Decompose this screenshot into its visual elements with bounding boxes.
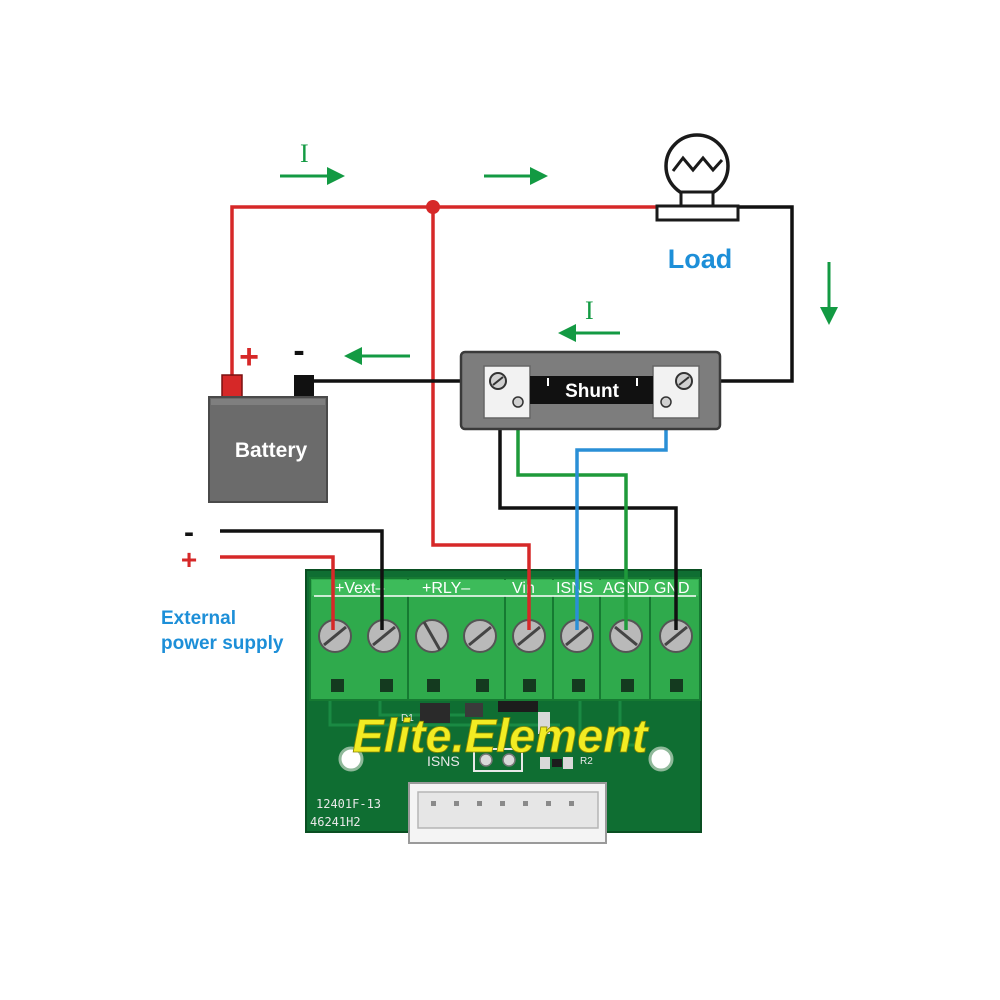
battery-negative-terminal[interactable] — [294, 375, 314, 400]
external-label-line2: power supply — [161, 633, 284, 654]
current-label-top: I — [300, 139, 309, 168]
shunt: Shunt — [459, 350, 722, 431]
board-code-1: 12401F-13 — [316, 797, 381, 811]
wire-ext-minus — [220, 529, 384, 630]
mounting-hole-left — [338, 746, 364, 772]
screw-agnd-icon[interactable] — [609, 619, 643, 653]
load: Load — [655, 133, 740, 274]
shunt-sense-left-icon[interactable] — [512, 396, 524, 408]
screw-gnd-icon[interactable] — [659, 619, 693, 653]
arrow-left-2-icon — [344, 347, 410, 365]
wire-load-return — [688, 205, 794, 383]
wire-ext-plus — [220, 555, 335, 630]
battery-label: Battery — [235, 439, 308, 462]
silk-isns: ISNS — [427, 753, 460, 769]
connector-header[interactable] — [408, 782, 607, 844]
shunt-screw-right-icon[interactable] — [675, 372, 693, 390]
terminal-label-vext: +Vext– — [335, 580, 384, 597]
battery-body — [208, 396, 328, 503]
terminal-label-rly: +RLY– — [422, 580, 470, 597]
current-arrows: I I — [280, 139, 838, 365]
silk-d1: D1 — [401, 713, 414, 724]
screw-rly-minus-icon[interactable] — [463, 619, 497, 653]
wire-agnd — [516, 402, 628, 630]
wire-gnd — [498, 388, 678, 630]
shunt-label: Shunt — [565, 381, 619, 402]
load-label: Load — [668, 244, 733, 274]
current-label-shunt: I — [585, 296, 594, 325]
component-d1 — [420, 703, 450, 723]
arrow-down-icon — [820, 262, 838, 325]
wire-positive-main — [230, 205, 657, 378]
junction-dot — [426, 200, 440, 214]
terminal-label-gnd: GND — [654, 580, 690, 597]
screw-vext-minus-icon[interactable] — [367, 619, 401, 653]
arrow-right-2-icon — [484, 167, 548, 185]
arrow-left-1-icon — [558, 324, 620, 342]
battery-plus-sign: + — [239, 338, 259, 376]
screw-rly-plus-icon[interactable] — [415, 619, 449, 653]
external-minus-sign: - — [184, 516, 194, 549]
arrow-right-1-icon — [280, 167, 345, 185]
terminal-label-isns: ISNS — [556, 580, 593, 597]
shunt-sense-right-icon[interactable] — [660, 396, 672, 408]
shunt-screw-left-icon[interactable] — [489, 372, 507, 390]
board-code-2: 46241H2 — [310, 815, 361, 829]
terminal-label-vin: Vin — [512, 580, 535, 597]
battery: Battery + - — [208, 332, 328, 503]
brand-label: Elite.Element — [352, 709, 649, 762]
silk-r2: R2 — [580, 756, 593, 767]
external-power-supply: - + External power supply — [161, 516, 284, 654]
isns-jumper — [473, 748, 523, 772]
wire-vin — [431, 207, 531, 630]
external-label-line1: External — [161, 608, 236, 629]
mounting-hole-right — [648, 746, 674, 772]
shunt-element — [530, 376, 653, 404]
screw-vext-plus-icon[interactable] — [318, 619, 352, 653]
battery-minus-sign: - — [293, 332, 304, 370]
external-plus-sign: + — [181, 544, 197, 575]
lamp-icon[interactable] — [655, 133, 740, 222]
